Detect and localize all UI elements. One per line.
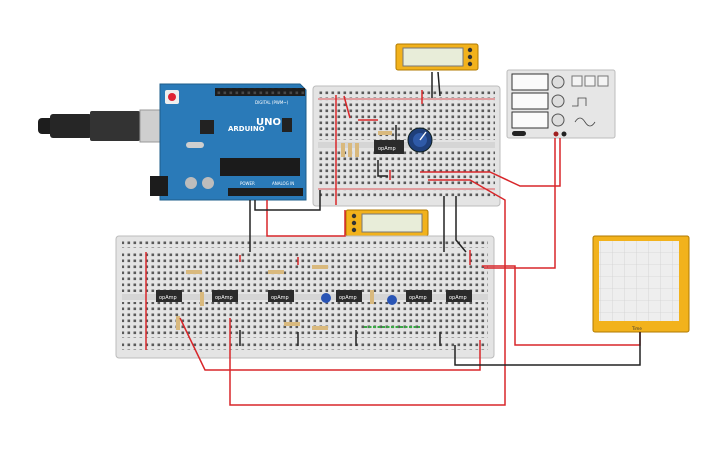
wires-black[interactable] <box>239 71 641 366</box>
opamp-label: opAmp <box>409 295 427 301</box>
opamp-chip-3[interactable]: opAmp <box>268 290 294 302</box>
function-generator[interactable] <box>506 69 616 139</box>
arduino-analog-label: ANALOG IN <box>272 181 294 186</box>
usb-cable <box>38 109 169 143</box>
opamp-label: opAmp <box>159 295 177 301</box>
capacitor-1[interactable] <box>321 293 331 303</box>
potentiometer[interactable] <box>407 127 433 153</box>
oscilloscope-time-label: Time <box>631 326 642 331</box>
capacitor-2[interactable] <box>387 295 397 305</box>
resistor-group-small[interactable] <box>341 131 392 157</box>
arduino-power-label: POWER <box>240 181 255 186</box>
multimeter-middle[interactable] <box>345 209 429 237</box>
opamp-chip-4[interactable]: opAmp <box>336 290 362 302</box>
opamp-chip-small[interactable]: opAmp <box>374 140 404 154</box>
opamp-label: opAmp <box>449 295 467 301</box>
resistor-group-large[interactable] <box>176 265 374 330</box>
opamp-chip-2[interactable]: opAmp <box>212 290 238 302</box>
opamp-label: opAmp <box>215 295 233 301</box>
opamp-label: opAmp <box>339 295 357 301</box>
opamp-chip-5[interactable]: opAmp <box>406 290 432 302</box>
arduino-model-label: UNO <box>256 117 281 128</box>
arduino-uno-board[interactable]: ARDUINO UNO DIGITAL (PWM~) POWER ANALOG … <box>150 83 307 201</box>
opamp-chip-6[interactable]: opAmp <box>446 290 472 302</box>
opamp-chip-1[interactable]: opAmp <box>156 290 182 302</box>
opamp-label: opAmp <box>271 295 289 301</box>
oscilloscope[interactable]: Time <box>592 235 690 333</box>
arduino-digital-label: DIGITAL (PWM~) <box>255 100 289 105</box>
wires-red[interactable] <box>145 90 641 406</box>
multimeter-top[interactable] <box>395 43 479 71</box>
square-wave-icon <box>572 97 587 107</box>
arduino-brand-label: ARDUINO <box>228 125 265 133</box>
sine-wave-icon <box>574 117 596 127</box>
opamp-label: opAmp <box>378 146 396 152</box>
breadboard-large[interactable] <box>115 235 495 359</box>
